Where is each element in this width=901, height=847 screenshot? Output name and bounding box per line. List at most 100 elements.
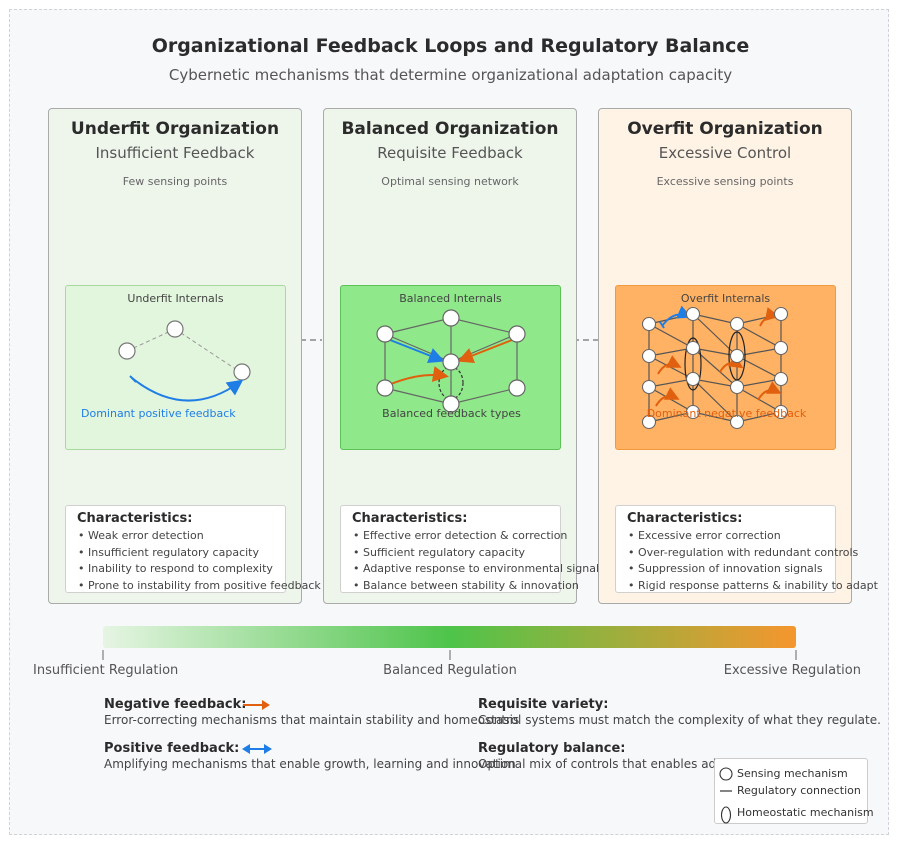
characteristics-title: Characteristics:	[352, 511, 468, 526]
legend-positive-title: Positive feedback:	[104, 741, 240, 756]
list-item: • Sufficient regulatory capacity	[353, 545, 526, 559]
list-item: • Suppression of innovation signals	[628, 562, 823, 575]
sensing-node	[773, 371, 789, 387]
sensing-node	[442, 395, 460, 413]
positive-feedback-arrow	[661, 305, 692, 327]
scale-ticks	[102, 650, 797, 660]
negative-feedback-arrow	[757, 381, 782, 401]
internals-label: Overfit Internals	[680, 292, 771, 305]
characteristics-box: Characteristics: • Effective error detec…	[340, 505, 605, 593]
panel-title: Overfit Organization	[627, 119, 823, 139]
sensing-node	[773, 340, 789, 356]
sensing-node	[508, 379, 526, 397]
symbol-key: Sensing mechanism Regulatory connection …	[714, 758, 874, 824]
internals-box: Overfit Internals	[615, 285, 836, 450]
negative-arrow-icon	[243, 700, 270, 710]
sensing-node	[376, 325, 394, 343]
sensing-node	[641, 379, 657, 395]
characteristics-list: • Excessive error correction • Over-regu…	[628, 528, 901, 594]
underfit-network	[118, 320, 251, 402]
sensing-node	[685, 404, 701, 420]
scale-label-right: Excessive Regulation	[723, 663, 861, 678]
negative-feedback-arrow	[457, 337, 518, 364]
list-item: • Prone to instability from positive fee…	[78, 578, 321, 592]
sensing-node	[729, 379, 745, 395]
list-item: • Balance between stability & innovation	[353, 578, 579, 592]
list-item: • Effective error detection & correction	[353, 529, 568, 542]
panel-underfit: Underfit Organization Insufficient Feedb…	[48, 108, 321, 604]
feedback-label: Dominant negative feedback	[646, 407, 807, 420]
legend-negative-title: Negative feedback:	[104, 697, 247, 712]
sensing-node	[442, 309, 460, 327]
panel-subtitle: Excessive Control	[658, 144, 792, 162]
panel-balanced: Balanced Organization Requisite Feedback…	[323, 108, 605, 604]
panel-title: Underfit Organization	[70, 119, 280, 139]
sensing-node	[729, 414, 745, 430]
positive-arrow-icon	[242, 744, 272, 754]
positive-feedback-arrow	[131, 377, 244, 402]
sensing-node	[233, 363, 251, 381]
panel-note: Few sensing points	[122, 175, 228, 188]
scale-label-center: Balanced Regulation	[383, 663, 517, 678]
panel-subtitle: Requisite Feedback	[377, 144, 523, 162]
sensing-node	[773, 404, 789, 420]
internals-label: Balanced Internals	[399, 292, 502, 305]
key-homeostatic: Homeostatic mechanism	[737, 806, 874, 819]
negative-feedback-arrow	[655, 387, 680, 407]
list-item: • Inability to respond to complexity	[78, 562, 273, 575]
feedback-label: Balanced feedback types	[382, 407, 521, 420]
scale-label-left: Insufficient Regulation	[33, 663, 179, 678]
legend-positive-text: Amplifying mechanisms that enable growth…	[104, 757, 516, 771]
legend-variety-title: Requisite variety:	[478, 697, 609, 712]
regulation-scale-bar	[103, 626, 796, 648]
characteristics-title: Characteristics:	[627, 511, 743, 526]
sensing-node	[729, 348, 745, 364]
sensing-node	[641, 414, 657, 430]
sensing-node	[118, 342, 136, 360]
legend-balance-title: Regulatory balance:	[478, 741, 626, 756]
sensing-node	[508, 325, 526, 343]
homeostatic-mechanism	[684, 337, 702, 391]
sensing-node	[773, 306, 789, 322]
negative-feedback-arrow	[759, 307, 780, 327]
feedback-label: Dominant positive feedback	[81, 407, 236, 420]
sensing-node	[641, 316, 657, 332]
sensing-node	[376, 379, 394, 397]
panel-note: Optimal sensing network	[381, 175, 519, 188]
characteristics-list: • Effective error detection & correction…	[353, 528, 653, 594]
positive-feedback-arrow	[384, 337, 445, 364]
balanced-network	[376, 309, 526, 413]
characteristics-box: Characteristics: • Weak error detection …	[65, 505, 321, 593]
sensing-node	[641, 348, 657, 364]
sensing-node	[685, 340, 701, 356]
characteristics-title: Characteristics:	[77, 511, 193, 526]
list-item: • Rigid response patterns & inability to…	[628, 578, 878, 592]
panel-subtitle: Insufficient Feedback	[95, 144, 255, 162]
key-sensing: Sensing mechanism	[737, 767, 848, 780]
list-item: • Insufficient regulatory capacity	[78, 545, 260, 559]
negative-feedback-arrow	[657, 355, 682, 375]
panel-title: Balanced Organization	[341, 119, 559, 139]
characteristics-list: • Weak error detection • Insufficient re…	[78, 528, 378, 594]
list-item: • Over-regulation with redundant control…	[628, 545, 859, 559]
sensing-node	[685, 306, 701, 322]
homeostatic-icon	[720, 806, 732, 824]
internals-box: Underfit Internals Dominant positive fee…	[65, 285, 286, 450]
key-connection: Regulatory connection	[737, 784, 861, 797]
sensing-node	[442, 353, 460, 371]
sensing-node	[729, 316, 745, 332]
list-item: • Excessive error correction	[628, 529, 781, 542]
sensing-node	[166, 320, 184, 338]
sensing-icon	[719, 767, 733, 781]
legend-balance-text: Optimal mix of controls that enables ada…	[478, 757, 767, 771]
legend-negative-text: Error-correcting mechanisms that maintai…	[104, 713, 520, 727]
sensing-node	[685, 371, 701, 387]
key-symbols	[719, 767, 733, 824]
panel-overfit: Overfit Organization Excessive Control E…	[598, 108, 878, 604]
panel-note: Excessive sensing points	[656, 175, 794, 188]
negative-feedback-arrow	[390, 366, 449, 385]
list-item: • Weak error detection	[78, 529, 204, 542]
page-subtitle: Cybernetic mechanisms that determine org…	[168, 66, 733, 84]
internals-label: Underfit Internals	[127, 292, 224, 305]
overfit-network	[641, 305, 789, 430]
